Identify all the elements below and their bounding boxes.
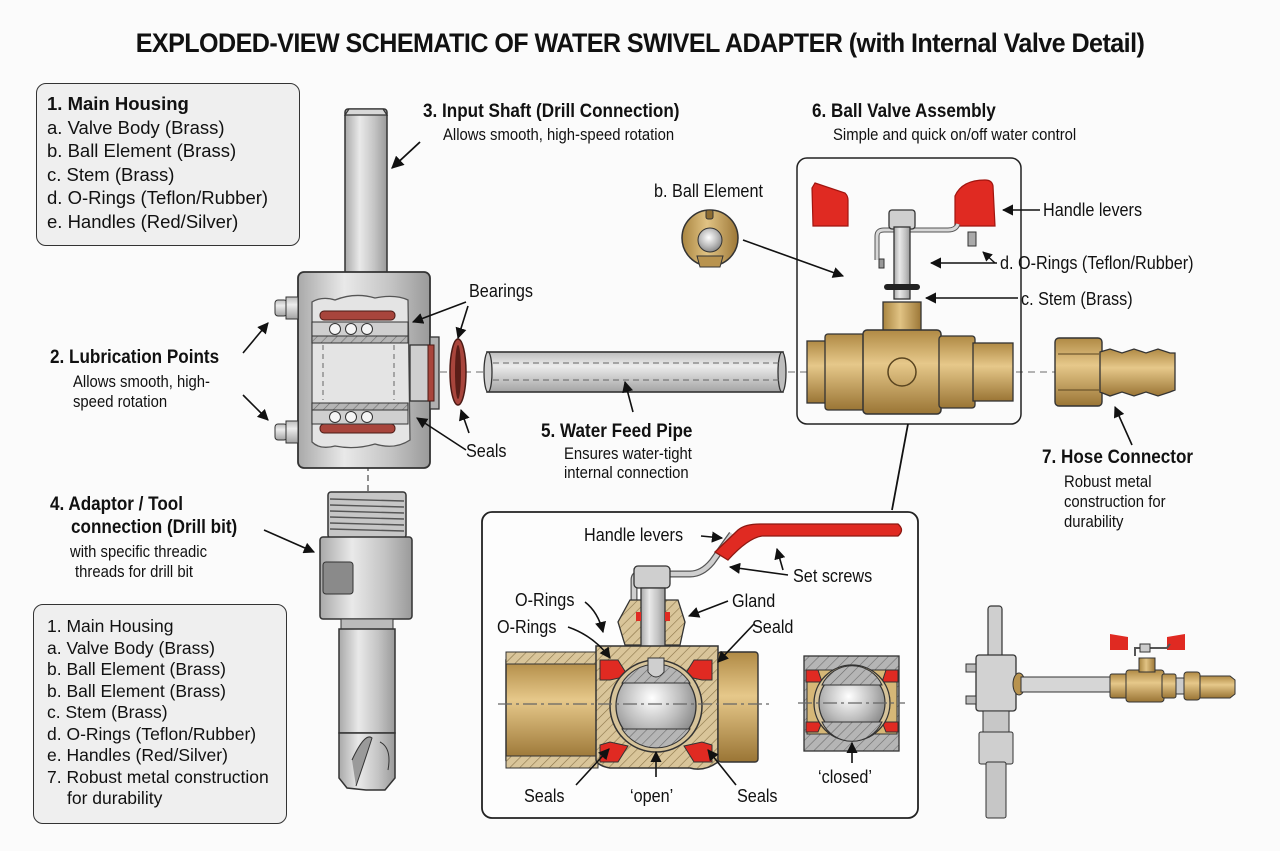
cutaway-valve-closed [798,655,905,752]
o-rings-label-1: O-Rings [515,590,575,610]
adaptor-title-2: connection (Drill bit) [71,517,238,538]
stem-label: c. Stem (Brass) [1021,289,1133,309]
ball-valve-title: 6. Ball Valve Assembly [812,101,996,122]
ball-element [681,209,739,268]
ball-valve-body [806,301,1014,415]
ball-element-label: b. Ball Element [654,181,763,201]
open-label: ‘open’ [630,786,674,806]
main-housing [297,271,440,469]
legend-item: b. Ball Element (Brass) [47,659,226,679]
legend-item: d. O-Rings (Teflon/Rubber) [47,723,257,744]
set-screws-label: Set screws [793,566,873,586]
legend-item: 1. Main Housing [47,616,174,636]
legend-item: b. Ball Element (Brass) [47,140,237,161]
legend-box-bottom: 1. Main Housing a. Valve Body (Brass) b.… [33,604,287,824]
adaptor-desc-1: with specific threadic [70,543,208,561]
legend-box-top: 1. Main Housing a. Valve Body (Brass) b.… [36,83,300,246]
legend-item: c. Stem (Brass) [47,163,175,185]
hose-connector [1054,337,1176,407]
detail-handle-levers-label: Handle levers [584,525,684,545]
o-rings-label: d. O-Rings (Teflon/Rubber) [1000,253,1194,273]
legend-item: c. Stem (Brass) [47,702,168,722]
o-rings-label-2: O-Rings [497,617,557,637]
seald-label: Seald [752,617,794,637]
legend-item: 7. Robust metal construction [47,766,269,787]
seals-left-label: Seals [524,786,565,806]
adaptor-tool [319,491,413,791]
ball-valve-frame [796,157,1022,425]
legend-item: d. O-Rings (Teflon/Rubber) [47,187,269,208]
bearings-label: Bearings [469,281,533,301]
adaptor-title-1: 4. Adaptor / Tool [50,494,184,515]
legend-item: a. Valve Body (Brass) [47,637,215,658]
hose-connector-title: 7. Hose Connector [1042,447,1194,468]
closed-label: ‘closed’ [818,767,873,787]
input-shaft-desc: Allows smooth, high-speed rotation [443,126,675,144]
legend-item: e. Handles (Red/Silver) [47,745,228,765]
ball-valve-desc: Simple and quick on/off water control [833,126,1077,144]
water-feed-pipe [483,351,787,393]
gland-label: Gland [732,591,776,611]
lubrication-title: 2. Lubrication Points [50,347,220,368]
title-suffix: (with Internal Valve Detail) [848,28,1145,58]
handle-levers-label: Handle levers [1043,200,1143,220]
lubrication-desc-1: Allows smooth, high- [73,373,211,391]
water-pipe-desc-1: Ensures water-tight [564,445,692,463]
hose-connector-desc-1: Robust metal [1064,473,1152,491]
seals-label: Seals [466,441,507,461]
seal-ring [449,338,467,406]
legend-item: a. Valve Body (Brass) [47,116,225,138]
legend-heading: 1. Main Housing [47,93,189,114]
page-title: EXPLODED-VIEW SCHEMATIC OF WATER SWIVEL … [45,28,1235,59]
hose-connector-desc-3: durability [1064,513,1124,531]
hose-connector-desc-2: construction for [1064,493,1166,511]
assembled-view [965,605,1236,819]
input-shaft-title: 3. Input Shaft (Drill Connection) [423,101,680,122]
adaptor-desc-2: threads for drill bit [75,563,194,581]
title-main: EXPLODED-VIEW SCHEMATIC OF WATER SWIVEL … [135,28,843,58]
input-shaft [343,108,389,275]
seals-right-label: Seals [737,786,778,806]
lubrication-desc-2: speed rotation [73,393,168,411]
lubrication-fittings [274,296,299,444]
legend-item: b. Ball Element (Brass) [47,680,226,701]
butterfly-handles [811,179,996,300]
legend-item: e. Handles (Red/Silver) [47,210,239,232]
cutaway-valve-open [498,523,903,770]
water-pipe-title: 5. Water Feed Pipe [541,421,693,442]
water-pipe-desc-2: internal connection [564,464,689,482]
legend-item: for durability [67,788,163,808]
